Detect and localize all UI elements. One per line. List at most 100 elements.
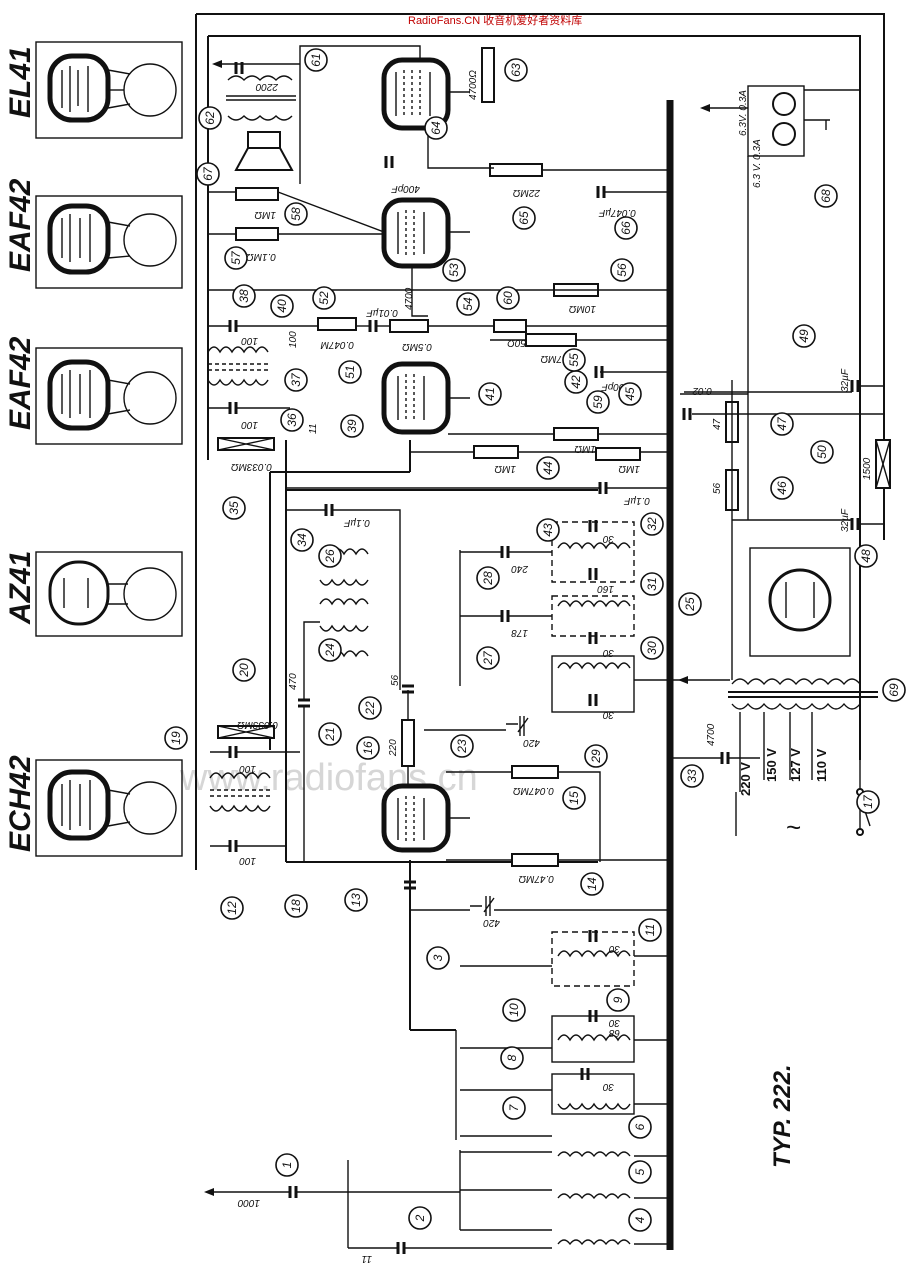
tube-eaf42-b [381,361,470,435]
svg-text:1MΩ: 1MΩ [574,443,596,454]
callout-10: 10 [502,998,526,1022]
svg-text:51: 51 [343,365,357,378]
svg-text:68: 68 [819,189,833,203]
tube-base-el41 [35,41,183,139]
callout-30: 30 [640,636,664,660]
callout-39: 39 [340,414,364,438]
callout-19: 19 [164,726,188,750]
callout-6: 6 [628,1115,652,1139]
svg-text:68: 68 [608,1027,620,1038]
callout-50: 50 [810,440,834,464]
svg-text:58: 58 [289,207,303,221]
svg-text:30: 30 [602,647,614,658]
svg-text:46: 46 [775,481,789,495]
svg-text:20: 20 [237,663,251,678]
callout-31: 31 [640,572,664,596]
callout-2: 2 [408,1206,432,1230]
svg-text:12: 12 [225,901,239,915]
callout-9: 9 [606,988,630,1012]
callout-42: 42 [564,370,588,394]
svg-text:61: 61 [309,53,323,66]
svg-text:100pF: 100pF [601,381,630,392]
callout-35: 35 [222,496,246,520]
callout-12: 12 [220,896,244,920]
callout-36: 36 [280,408,304,432]
svg-text:0.47MΩ: 0.47MΩ [518,873,554,884]
svg-text:32: 32 [645,517,659,531]
svg-text:38: 38 [237,289,251,303]
callout-7: 7 [502,1096,526,1120]
svg-text:56: 56 [712,482,723,494]
callout-5: 5 [628,1160,652,1184]
dial-lamp [706,85,830,157]
svg-text:47: 47 [712,418,723,430]
callout-26: 26 [318,544,342,568]
svg-text:5: 5 [633,1168,647,1175]
svg-text:55: 55 [567,353,581,367]
svg-text:19: 19 [169,731,183,745]
svg-text:67: 67 [201,166,215,181]
svg-text:1MΩ: 1MΩ [618,463,640,474]
callout-40: 40 [270,294,294,318]
svg-text:160: 160 [597,583,614,594]
svg-text:0.5MΩ: 0.5MΩ [402,341,432,352]
callout-49: 49 [792,324,816,348]
svg-text:100: 100 [288,331,299,348]
svg-text:1MΩ: 1MΩ [494,463,516,474]
tube-el41 [381,57,470,131]
svg-text:54: 54 [461,297,475,311]
svg-text:23: 23 [455,739,469,754]
svg-text:11: 11 [308,424,319,434]
power-transformer [728,678,878,836]
callout-55: 55 [562,348,586,372]
callout-67: 67 [196,162,220,186]
svg-text:53: 53 [447,263,461,277]
svg-text:66: 66 [619,221,633,235]
tube-eaf42-a [381,197,470,269]
svg-text:56: 56 [615,263,629,277]
svg-text:0.1MΩ: 0.1MΩ [246,251,276,262]
callout-56: 56 [610,258,634,282]
svg-text:4700Ω: 4700Ω [468,70,479,100]
svg-text:52: 52 [317,291,331,305]
svg-text:30: 30 [645,641,659,655]
tube-label-az41: AZ41 [4,551,37,625]
callout-64: 64 [424,116,448,140]
svg-text:42: 42 [569,375,583,389]
callout-29: 29 [584,744,608,768]
callout-37: 37 [284,368,308,392]
svg-text:1: 1 [280,1162,294,1169]
svg-text:16: 16 [361,741,375,755]
svg-text:29: 29 [589,749,603,764]
callout-54: 54 [456,292,480,316]
svg-text:30: 30 [602,709,614,720]
svg-text:22MΩ: 22MΩ [513,187,541,198]
svg-text:33: 33 [685,769,699,783]
svg-text:420: 420 [483,917,500,928]
svg-text:0.047M: 0.047M [320,339,354,350]
callout-58: 58 [284,202,308,226]
callout-65: 65 [512,206,536,230]
svg-text:420: 420 [523,737,540,748]
callout-3: 3 [426,946,450,970]
svg-text:39: 39 [345,419,359,433]
callout-33: 33 [680,764,704,788]
svg-text:6.3V. 0.3A: 6.3V. 0.3A [738,90,749,136]
callout-23: 23 [450,734,474,758]
tube-label-eaf42-a: EAF42 [4,178,37,272]
svg-text:6: 6 [633,1123,647,1130]
svg-text:31: 31 [645,577,659,590]
callout-1: 1 [275,1153,299,1177]
callout-48: 48 [854,544,878,568]
callout-8: 8 [500,1046,524,1070]
mains-voltage-labels: 220 V 150 V 127 V 110 V ~ [738,748,829,842]
svg-text:34: 34 [295,533,309,547]
callout-51: 51 [338,360,362,384]
svg-text:4700: 4700 [706,723,717,746]
svg-text:220 V: 220 V [738,762,753,796]
svg-text:150 V: 150 V [764,748,779,782]
tube-ech42 [381,783,470,853]
svg-text:22: 22 [363,701,377,716]
svg-text:63: 63 [509,63,523,77]
